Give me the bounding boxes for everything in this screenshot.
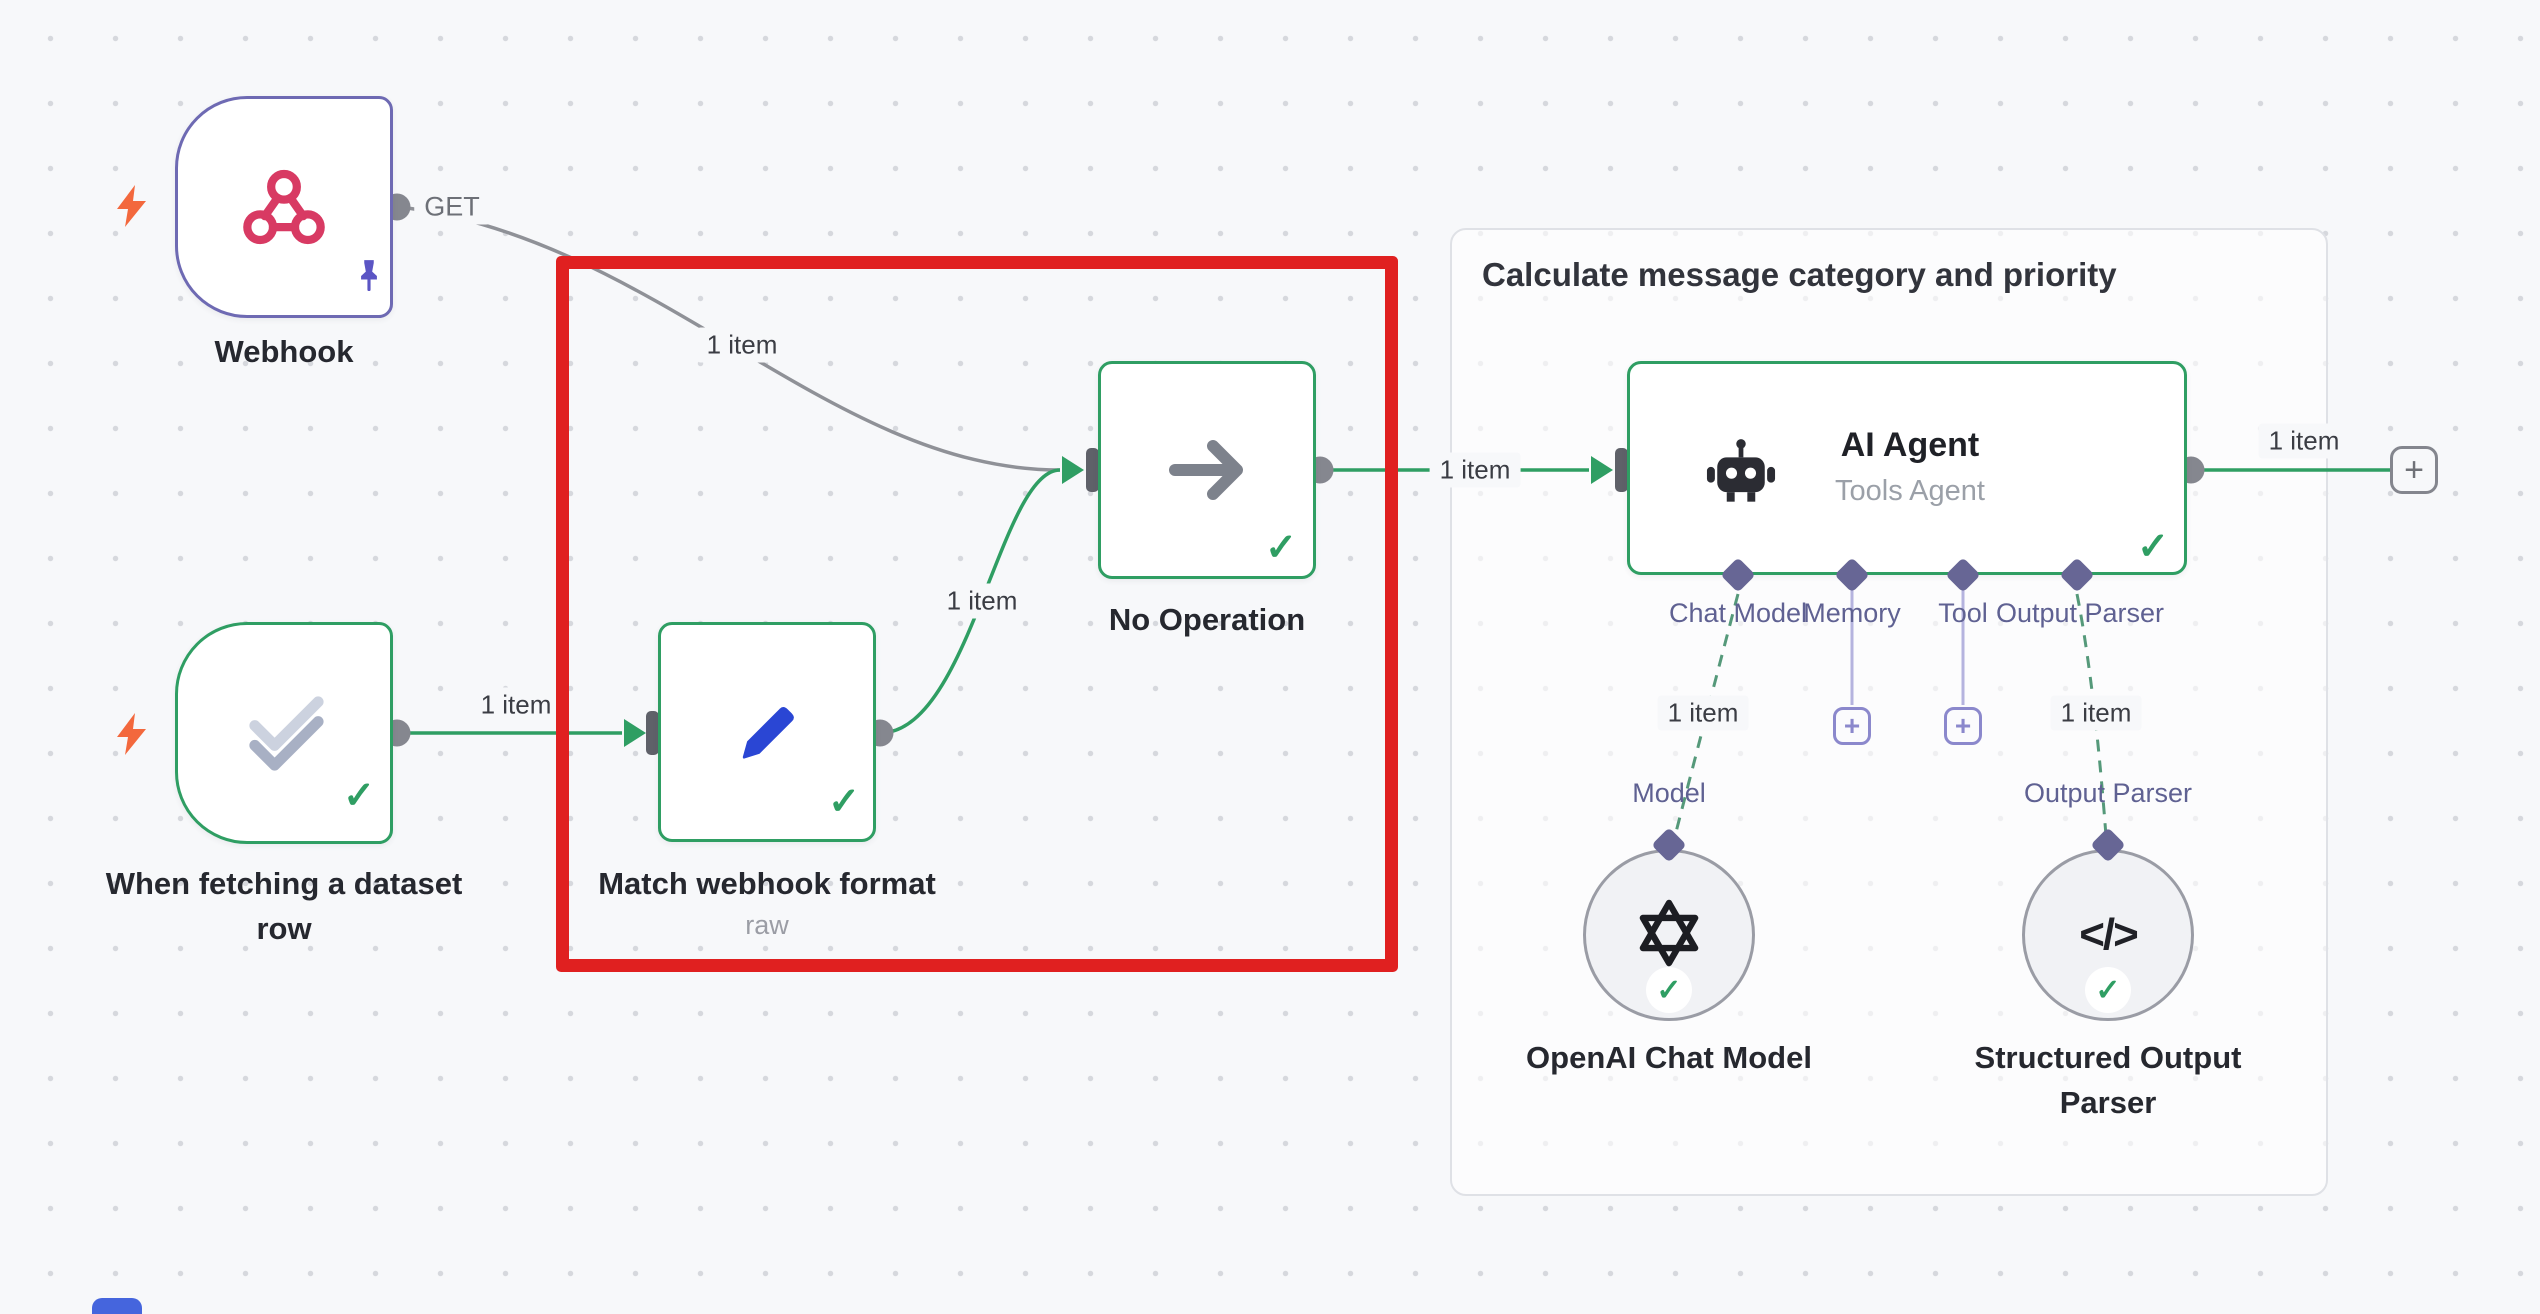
success-check-icon: ✓ [1265,527,1297,569]
double-check-icon [178,625,390,841]
port-label-chat-model: Chat Model [1668,598,1808,628]
edge-arrow-noop-input [1062,456,1084,484]
node-ai-agent[interactable]: AI Agent Tools Agent [1627,361,2187,575]
node-dataset-trigger[interactable] [175,622,393,844]
trigger-bolt-icon [108,182,156,235]
node-match-format[interactable] [658,622,876,842]
node-label-parser: Structured Output Parser [1974,1040,2242,1120]
edge-label-agent-model: 1 item [1657,695,1749,731]
node-webhook[interactable] [175,96,393,318]
node-label-noop: No Operation [1108,602,1306,637]
success-check-icon: ✓ [2137,526,2169,568]
node-no-operation[interactable] [1098,361,1316,579]
success-check-icon: ✓ [828,781,860,823]
arrow-right-icon [1101,364,1313,576]
bottom-left-partial-button[interactable] [92,1298,142,1314]
node-label-dataset: When fetching a dataset row [105,866,463,946]
port-label-model: Model [1632,778,1706,808]
input-port-agent[interactable] [1615,448,1628,492]
group-title: Calculate message category and priority [1482,256,2117,293]
pinned-data-icon [350,257,388,300]
node-label-webhook: Webhook [214,334,354,369]
node-label-match: Match webhook format [598,866,936,901]
port-label-output-parser: Output Parser [1995,598,2165,628]
edge-label-agent-parser: 1 item [2050,695,2142,731]
port-label-tool: Tool [1938,598,1988,628]
check-glyph: ✓ [2095,973,2121,1007]
edge-label-webhook-noop: 1 item [696,327,788,363]
add-memory-button[interactable]: + [1833,707,1871,745]
edge-label-match-noop: 1 item [936,583,1028,619]
input-port-noop[interactable] [1086,448,1099,492]
pencil-icon [661,625,873,839]
openai-icon [1631,895,1707,976]
edge-label-agent-next: 1 item [2258,423,2350,459]
agent-subtitle: Tools Agent [1835,475,1985,507]
agent-title: AI Agent [1840,426,1980,464]
trigger-bolt-icon [108,710,156,763]
edge-label-method: GET [414,189,490,225]
success-check-icon: ✓ [343,775,375,817]
edge-arrow-match-input [624,719,646,747]
port-label-memory: Memory [1803,598,1901,628]
node-label-openai: OpenAI Chat Model [1526,1040,1812,1075]
webhook-icon [178,99,390,315]
port-label-output-parser-input: Output Parser [2023,778,2193,808]
code-icon: </> [2079,910,2139,959]
node-subtitle-match: raw [745,910,789,940]
robot-icon [1703,432,1779,513]
plus-icon: + [1954,710,1972,741]
add-tool-button[interactable]: + [1944,707,1982,745]
check-glyph: ✓ [1656,973,1682,1007]
edge-label-dataset-match: 1 item [470,687,562,723]
input-port-match[interactable] [646,711,659,755]
add-next-node-button[interactable]: + [2390,446,2438,494]
plus-icon: + [1843,710,1861,741]
plus-icon: + [2404,451,2424,489]
success-check-icon: ✓ [2085,967,2131,1013]
edge-arrow-agent-input [1591,456,1613,484]
success-check-icon: ✓ [1646,967,1692,1013]
edge-label-noop-agent: 1 item [1429,452,1521,488]
